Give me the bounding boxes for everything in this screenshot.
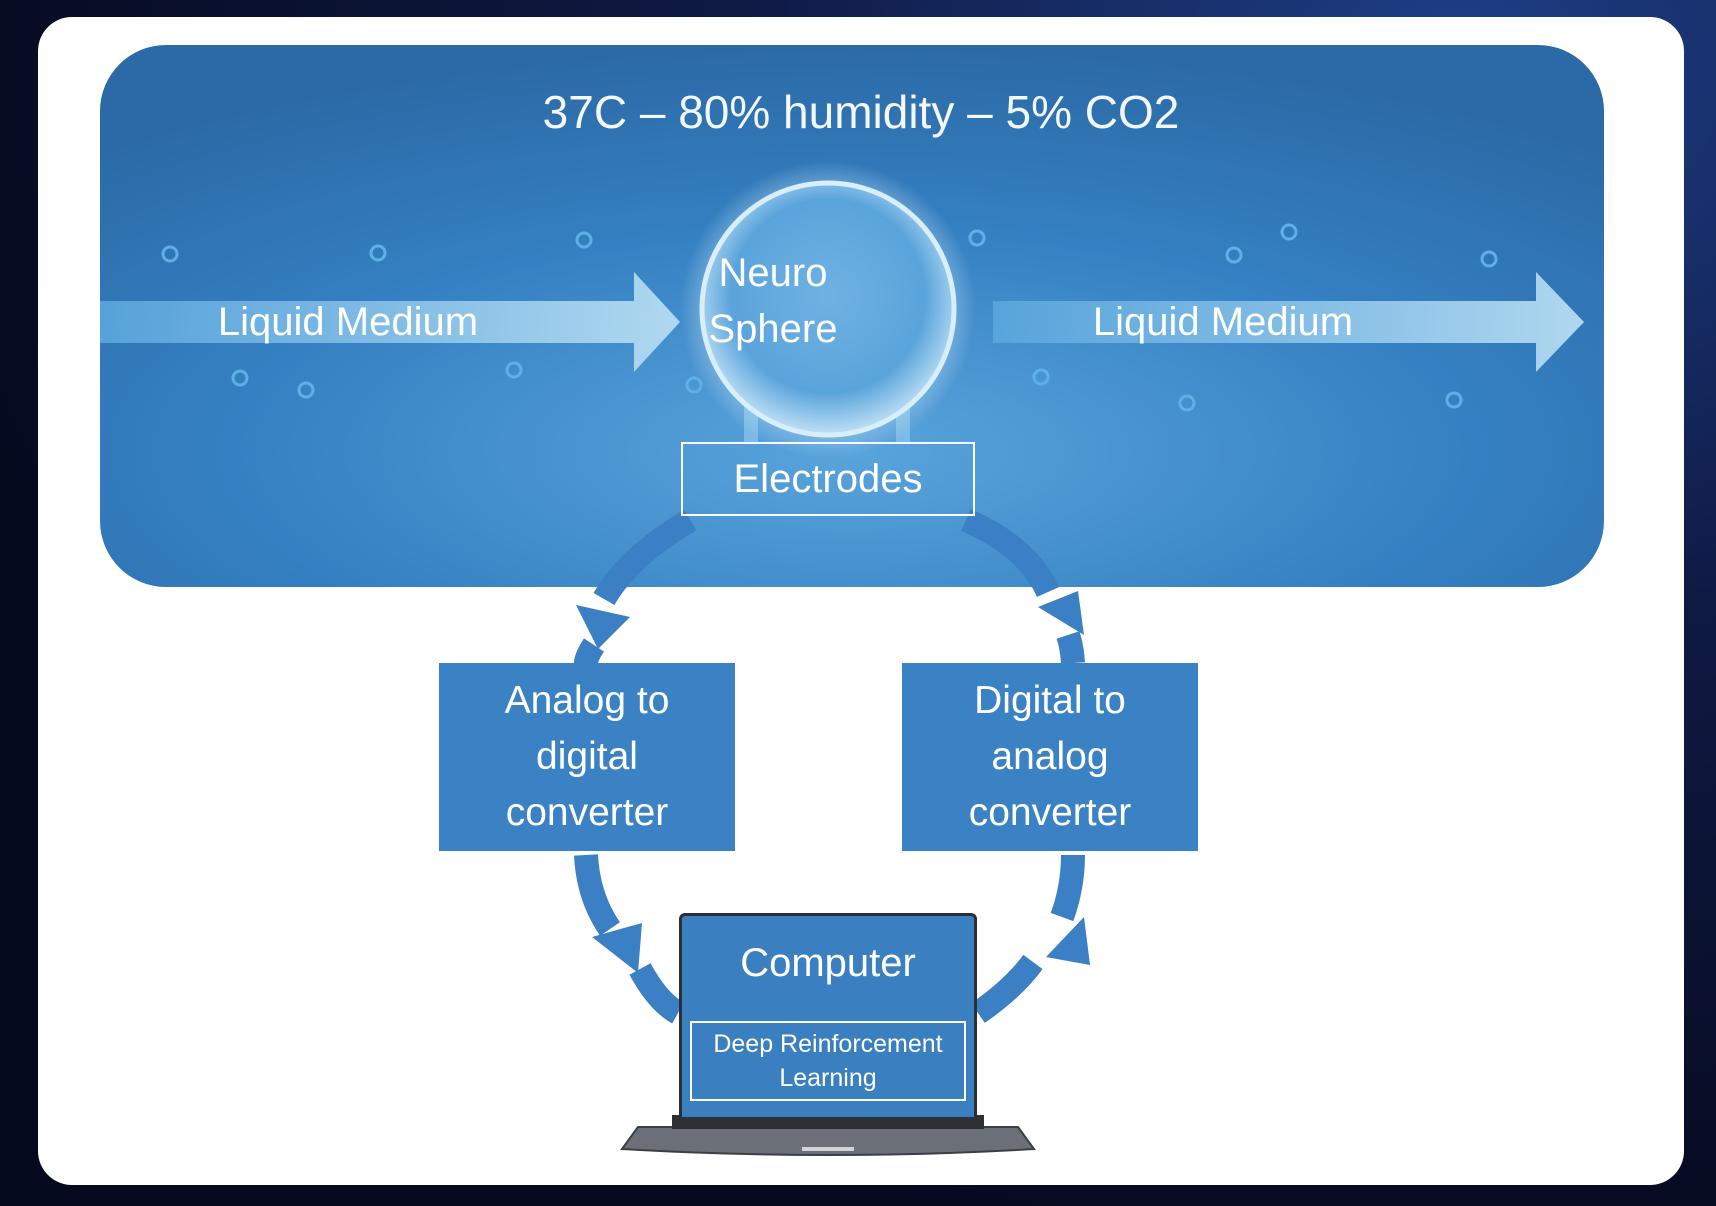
bubbles-decoration	[161, 223, 1498, 412]
adc-to-computer-arrow	[574, 854, 621, 936]
arrowhead-dac-upper	[1038, 591, 1084, 635]
dac-to-electrodes-arrow-upper	[961, 508, 1059, 598]
closed-loop-arrows	[574, 508, 1085, 1024]
laptop-base	[620, 1126, 1036, 1156]
outflow-label: Liquid Medium	[1092, 300, 1354, 344]
adc-to-computer-arrow-lower	[629, 963, 685, 1024]
dac-box: Digital to analog converter	[902, 663, 1198, 851]
diagram-card: 37C – 80% humidity – 5% CO2 Liquid Mediu…	[38, 17, 1684, 1185]
neurosphere	[699, 180, 957, 438]
adc-down-arrow-upper	[574, 638, 605, 664]
arrowhead-dac-lower	[1046, 917, 1090, 965]
software-box: Deep Reinforcement Learning	[690, 1021, 966, 1101]
arrowhead-adc-lower	[592, 923, 642, 973]
diagram-canvas	[100, 45, 1604, 1156]
inflow-label: Liquid Medium	[217, 300, 479, 344]
adc-box: Analog to digital converter	[439, 663, 735, 851]
laptop-screen	[679, 913, 977, 1117]
electrodes-box: Electrodes	[681, 442, 975, 516]
computer-to-dac-arrow	[971, 954, 1043, 1023]
neurosphere-label: Neuro Sphere	[708, 251, 838, 351]
electrodes-to-adc-arrow	[593, 509, 697, 606]
dac-lower-arrow	[1050, 854, 1085, 922]
laptop-trackpad-notch	[802, 1147, 854, 1151]
inflow-arrow	[100, 272, 680, 372]
laptop-keyboard	[672, 1115, 984, 1129]
loop-arrowheads	[576, 591, 1090, 973]
arrowhead-adc-upper	[576, 605, 630, 649]
environment-conditions-label: 37C – 80% humidity – 5% CO2	[542, 86, 1180, 138]
outflow-arrow	[993, 272, 1584, 372]
dac-to-electrodes-arrow	[1056, 631, 1085, 664]
computer-label: Computer	[740, 941, 916, 985]
